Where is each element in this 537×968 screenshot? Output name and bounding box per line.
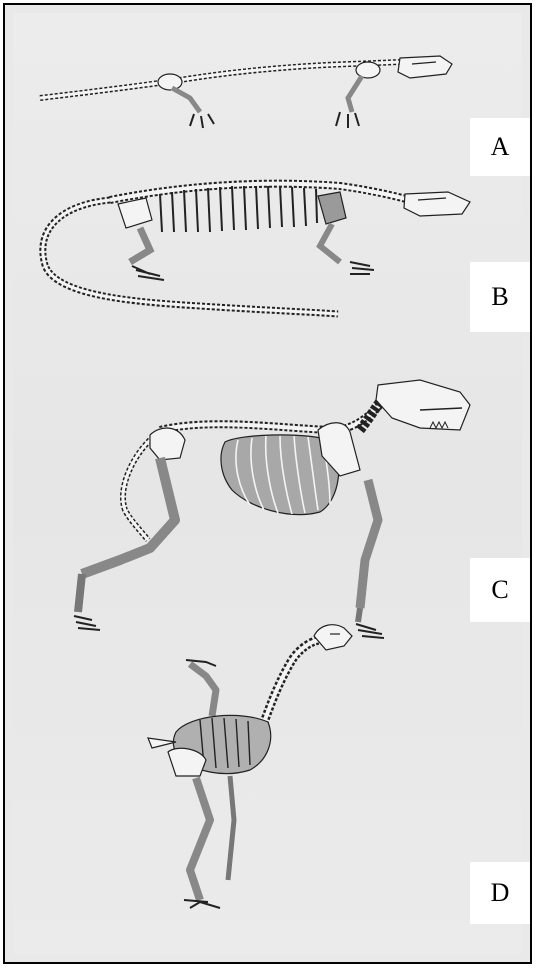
skeleton-d [148,625,352,908]
label-a: A [470,118,530,176]
label-d: D [470,862,530,924]
skeleton-b [43,184,470,314]
skeleton-c [74,380,470,638]
label-b: B [470,262,530,332]
skeleton-a [40,56,452,128]
label-c: C [470,558,530,622]
